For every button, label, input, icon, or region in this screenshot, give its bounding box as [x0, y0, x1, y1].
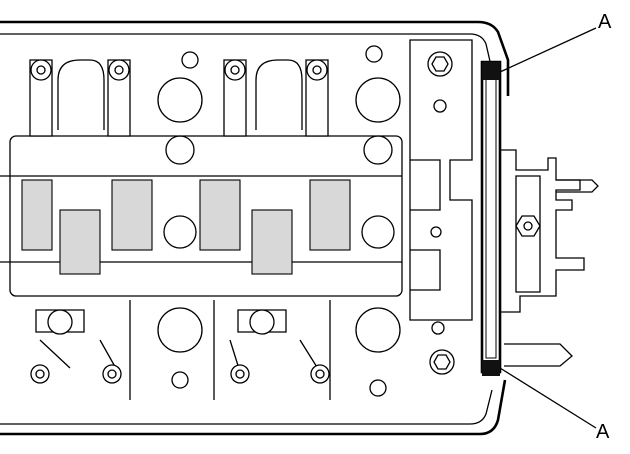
leader-line-top — [499, 27, 597, 73]
end-wall-port-2 — [430, 226, 442, 238]
sealant-point-top — [482, 62, 500, 80]
bracket-stud-lower — [504, 343, 573, 367]
callout-label-bottom: A — [596, 421, 610, 443]
leader-line-bottom — [499, 367, 597, 429]
timing-bracket — [500, 149, 585, 313]
valve-pockets-top — [57, 45, 401, 130]
head-inner-outline — [0, 33, 493, 425]
hex-bolt-bracket-center — [523, 221, 533, 231]
rocker-arm-group-top — [29, 59, 329, 137]
end-wall-bolt-bottom — [429, 349, 455, 375]
end-wall-bolt-bottom-hex — [433, 354, 451, 370]
valve-pockets-bottom — [129, 300, 401, 400]
bracket-inner — [515, 175, 541, 293]
head-end-wall — [409, 39, 473, 321]
end-wall-bolt-top-hex — [431, 56, 449, 72]
cam-cavity — [9, 135, 403, 297]
hex-bolt-bracket — [515, 215, 541, 237]
rocker-arm-group-bottom — [30, 309, 330, 384]
callout-label-top: A — [598, 11, 612, 33]
cylinder-head-outline — [0, 20, 510, 436]
cam-lobes — [21, 135, 395, 275]
sealant-point-bottom — [482, 360, 500, 376]
bracket-stud-upper — [556, 179, 599, 193]
end-wall-bolt-top — [427, 51, 453, 77]
end-wall-port-1 — [433, 99, 447, 113]
end-wall-port-3 — [431, 321, 445, 335]
end-wall-rib — [410, 159, 441, 291]
gasket-seal-inner — [485, 77, 497, 359]
